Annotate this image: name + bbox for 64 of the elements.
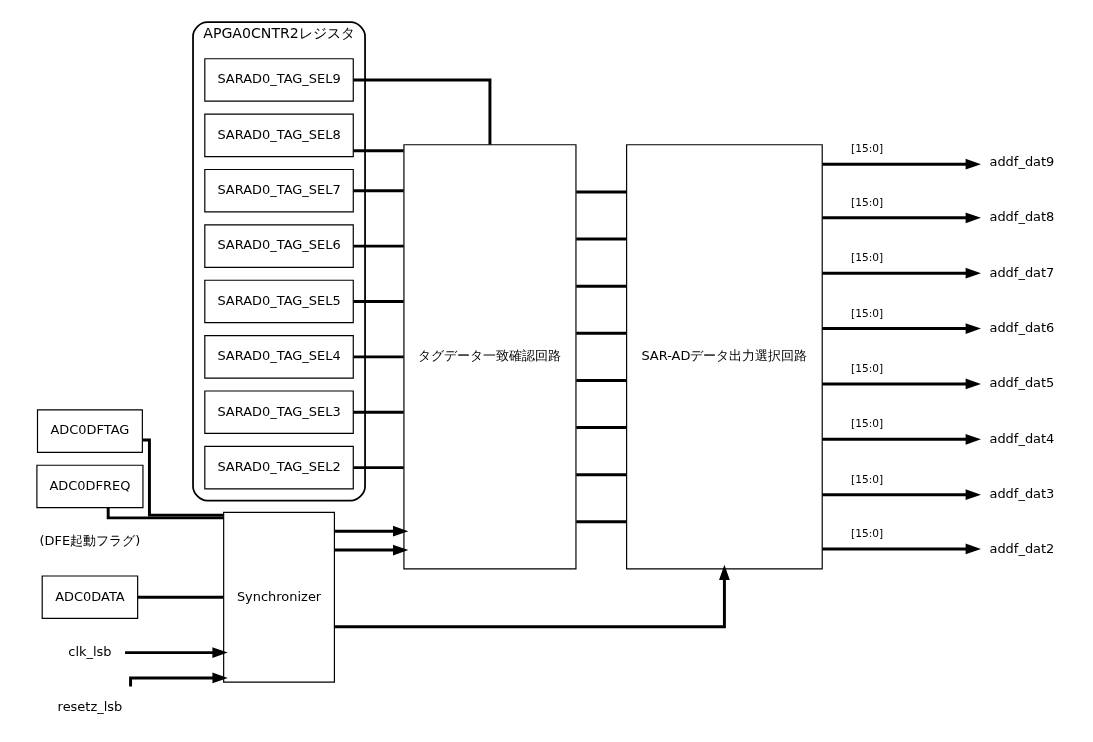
- node-box: SARAD0_TAG_SEL7: [204, 168, 354, 213]
- connector: [576, 378, 627, 382]
- node-box: SARAD0_TAG_SEL2: [204, 445, 354, 490]
- arrow: [822, 323, 981, 334]
- edge-label: [15:0]: [851, 195, 884, 208]
- node-box: ADC0DATA: [41, 575, 139, 619]
- node-box: SARAD0_TAG_SEL3: [204, 390, 354, 435]
- edge-label: [15:0]: [851, 361, 884, 374]
- node-text: addf_dat4: [989, 430, 1055, 446]
- node-box: SARAD0_TAG_SEL9: [204, 58, 354, 102]
- arrow: [822, 378, 981, 390]
- edge-label: [15:0]: [851, 306, 884, 319]
- node-label: (DFE起動フラグ): [39, 533, 141, 549]
- node-box: SARAD0_TAG_SEL5: [204, 279, 354, 324]
- node-text: addf_dat7: [989, 264, 1055, 280]
- connector: [576, 331, 627, 335]
- arrow: [822, 433, 981, 445]
- connector: [576, 473, 627, 477]
- connector: [353, 244, 404, 248]
- edge-label: [15:0]: [851, 472, 884, 485]
- arrow: [334, 564, 730, 629]
- connector: [576, 190, 627, 194]
- node-text: addf_dat8: [989, 209, 1055, 225]
- connector: [576, 520, 627, 524]
- node-text: addf_dat6: [989, 319, 1055, 335]
- node-box: タグデータ一致確認回路: [403, 144, 577, 570]
- arrow: [822, 158, 981, 170]
- connector: [353, 410, 404, 414]
- connector: [353, 466, 404, 470]
- connector: [353, 78, 492, 145]
- node-box: ADC0DFTAG: [36, 409, 143, 453]
- node-text: addf_dat9: [989, 153, 1055, 169]
- edge-label: [15:0]: [851, 417, 884, 430]
- node-box: SARAD0_TAG_SEL4: [204, 335, 354, 379]
- arrow: [822, 267, 981, 279]
- arrow: [822, 489, 981, 501]
- node-box: SARAD0_TAG_SEL8: [204, 113, 354, 158]
- connector: [137, 595, 224, 599]
- connector: [576, 426, 627, 430]
- node-box: ADC0DFREQ: [36, 464, 144, 509]
- arrow: [822, 212, 981, 224]
- node-text: resetz_lsb: [57, 699, 123, 715]
- node-text: addf_dat5: [989, 375, 1055, 391]
- connector: [142, 438, 224, 517]
- arrow: [822, 543, 981, 555]
- edge-label: [15:0]: [851, 526, 884, 539]
- connector: [576, 237, 627, 241]
- connector: [353, 149, 404, 153]
- connector: [353, 355, 404, 359]
- arrow: [125, 647, 228, 658]
- connector: [353, 189, 404, 193]
- node-text: addf_dat3: [989, 486, 1055, 502]
- node-box: SARAD0_TAG_SEL6: [204, 224, 354, 268]
- connector: [576, 284, 627, 288]
- connector: [106, 507, 224, 520]
- edge-label: [15:0]: [851, 142, 884, 155]
- edge-label: [15:0]: [851, 251, 884, 264]
- arrow: [334, 544, 409, 556]
- node-text: clk_lsb: [68, 643, 112, 659]
- node-text: addf_dat2: [989, 541, 1055, 557]
- arrow: [334, 525, 409, 537]
- node-box: SAR-ADデータ出力選択回路: [626, 144, 823, 570]
- node-box: Synchronizer: [223, 511, 335, 683]
- connector: [353, 300, 404, 303]
